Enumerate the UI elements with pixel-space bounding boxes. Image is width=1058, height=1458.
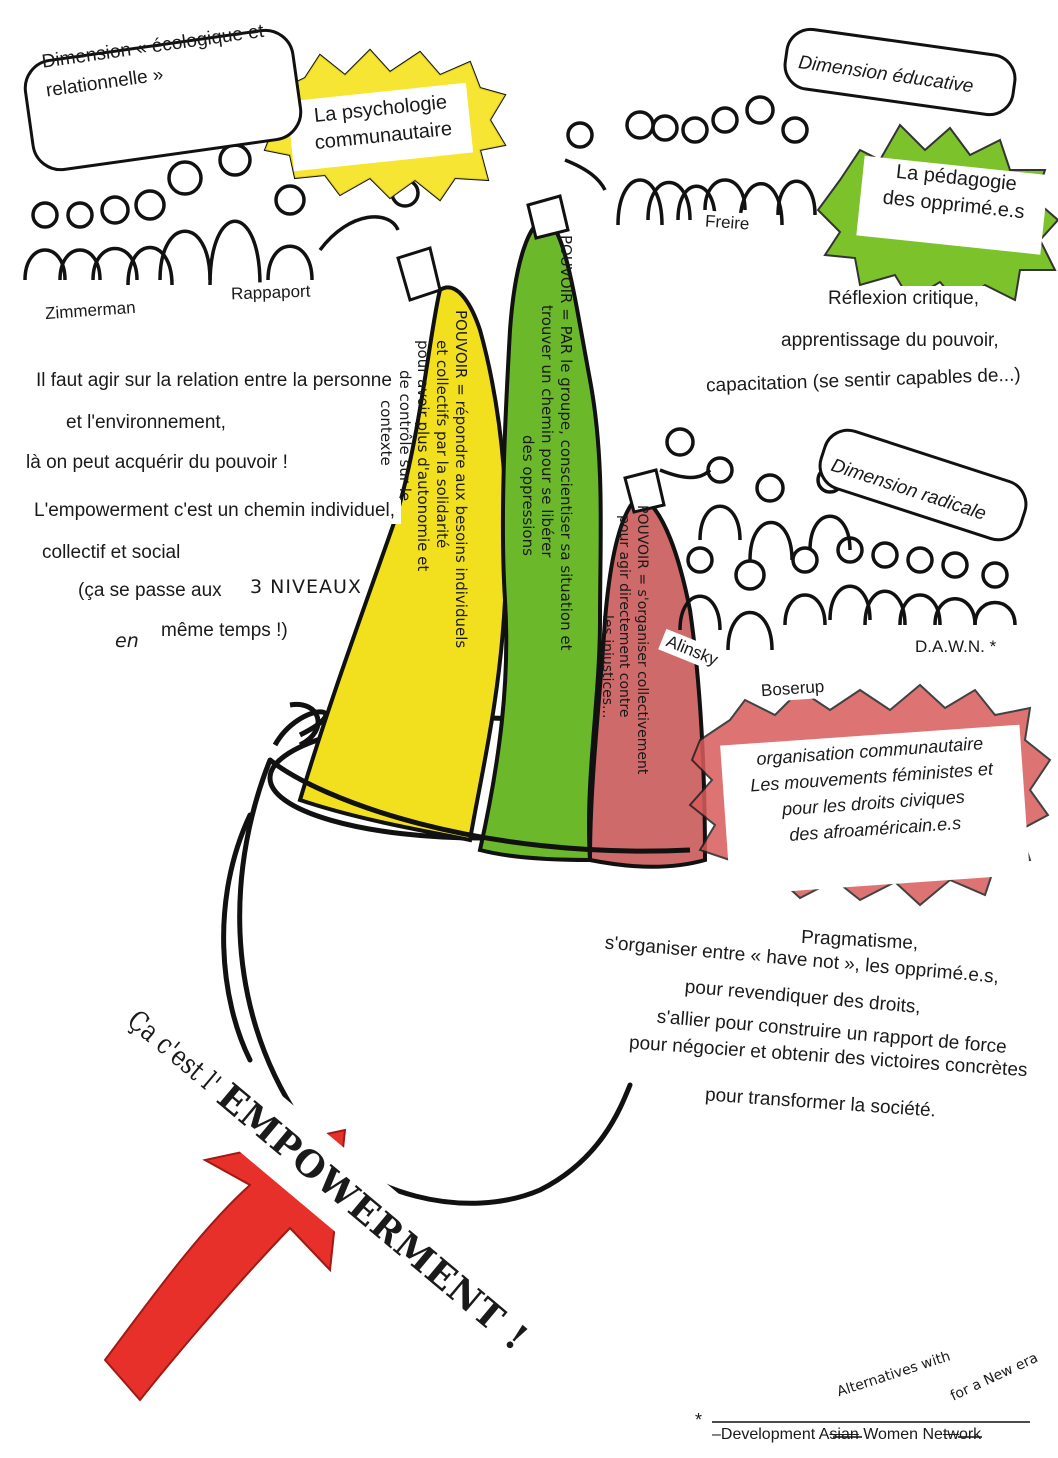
footnote-struck-1: sian (829, 1426, 858, 1443)
movements-badge: organisation communautaire Les mouvement… (717, 727, 1029, 852)
yellow-pillar-line4: de contrôle sur le (395, 310, 414, 648)
left-note-4: L'empowerment c'est un chemin individuel… (28, 498, 401, 524)
green-pillar-line2: trouver un chemin pour se libérer (538, 235, 557, 651)
left-note-en: en (115, 630, 139, 652)
right-top-note-1: Réflexion critique, (822, 286, 985, 312)
footnote-text-mid: Women Ne (859, 1426, 943, 1443)
yellow-pillar-line5: contexte (376, 310, 395, 648)
red-pillar-text: POUVOIR = s'organiser collectivement pou… (598, 505, 651, 774)
yellow-pillar-line2: et collectifs par la solidarité (433, 310, 452, 648)
red-pillar-line2: pour agir directement contre (615, 505, 633, 774)
footnote-struck-2: tw (943, 1426, 959, 1443)
right-top-note-2: apprentissage du pouvoir, (775, 328, 1005, 354)
green-pillar-line3: des oppressions (519, 235, 538, 651)
footnote-text-end: ork (959, 1426, 981, 1443)
footnote-source: –Development Asian Women Network (712, 1426, 981, 1444)
footnote-star: * (695, 1410, 702, 1431)
left-note-5: collectif et social (36, 540, 186, 566)
name-freire: Freire (699, 210, 755, 236)
left-note-6: (ça se passe aux (72, 578, 228, 604)
red-pillar-line3: les injustices... (598, 505, 616, 774)
left-note-2: et l'environnement, (60, 410, 232, 436)
name-dawn: D.A.W.N. * (910, 636, 1001, 658)
left-note-3: là on peut acquérir du pouvoir ! (20, 450, 294, 476)
footnote-text-start: –Development A (712, 1426, 829, 1443)
yellow-pillar-text: POUVOIR = répondre aux besoins individue… (376, 310, 470, 648)
left-note-7: même temps !) (155, 618, 294, 644)
green-pillar-line1: POUVOIR = PAR le groupe, conscientiser s… (556, 235, 575, 651)
yellow-pillar-line1: POUVOIR = répondre aux besoins individue… (451, 310, 470, 648)
crowd-top-right-icon (565, 97, 815, 225)
left-note-three-levels: 3 NIVEAUX (250, 576, 362, 598)
left-note-1: Il faut agir sur la relation entre la pe… (30, 368, 398, 394)
yellow-pillar-line3: pour avoir plus d'autonomie et (414, 310, 433, 648)
red-pillar-line1: POUVOIR = s'organiser collectivement (633, 505, 651, 774)
name-rappaport: Rappaport (226, 280, 316, 305)
green-pillar-text: POUVOIR = PAR le groupe, conscientiser s… (519, 235, 575, 651)
